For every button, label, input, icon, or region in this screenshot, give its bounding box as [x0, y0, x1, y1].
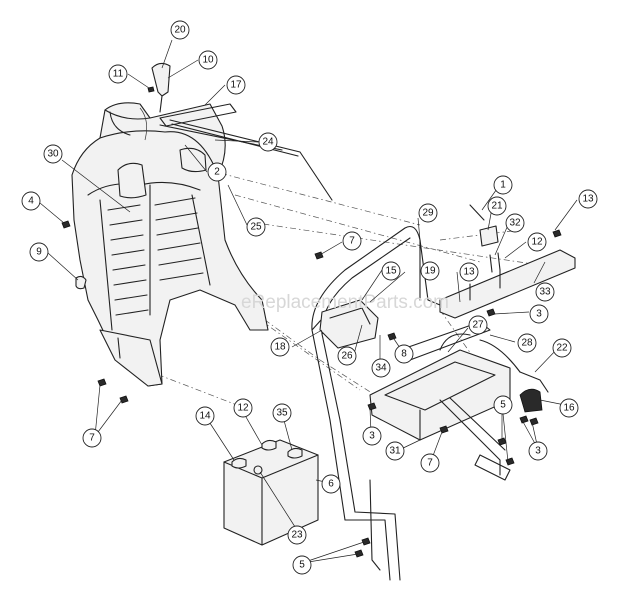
svg-text:16: 16 [563, 403, 575, 414]
callouts: 20 10 11 17 24 30 2 4 25 9 7 29 1 21 13 … [21, 20, 598, 575]
svg-text:5: 5 [299, 560, 305, 571]
callout-24: 24 [258, 132, 278, 152]
svg-text:14: 14 [199, 411, 211, 422]
svg-text:15: 15 [385, 266, 397, 277]
svg-text:30: 30 [47, 149, 59, 160]
svg-text:24: 24 [262, 137, 274, 148]
svg-text:33: 33 [539, 287, 551, 298]
watermark-text: eReplacementParts.com [241, 292, 449, 313]
svg-text:6: 6 [328, 479, 334, 490]
callout-10: 10 [198, 50, 218, 70]
callout-7-left: 7 [82, 428, 102, 448]
callout-22: 22 [552, 338, 572, 358]
callout-14: 14 [195, 406, 215, 426]
callout-15: 15 [381, 261, 401, 281]
callout-16: 16 [559, 398, 579, 418]
svg-text:7: 7 [349, 236, 355, 247]
svg-text:31: 31 [389, 446, 401, 457]
callout-28: 28 [517, 333, 537, 353]
svg-text:8: 8 [401, 349, 407, 360]
callout-29: 29 [418, 203, 438, 223]
callout-5-upper: 5 [493, 395, 513, 415]
callout-11: 11 [108, 64, 128, 84]
svg-text:10: 10 [202, 55, 214, 66]
svg-text:20: 20 [174, 25, 186, 36]
svg-text:9: 9 [36, 247, 42, 258]
callout-3-right: 3 [529, 304, 549, 324]
cable-rod [169, 119, 333, 201]
svg-text:7: 7 [427, 458, 433, 469]
svg-text:23: 23 [291, 530, 303, 541]
svg-text:7: 7 [89, 433, 95, 444]
callout-20: 20 [170, 20, 190, 40]
svg-text:13: 13 [463, 267, 475, 278]
callout-33: 33 [535, 282, 555, 302]
svg-text:17: 17 [230, 80, 242, 91]
callout-3-lower: 3 [528, 441, 548, 461]
support-tube [311, 225, 441, 581]
svg-text:13: 13 [582, 194, 594, 205]
svg-text:3: 3 [369, 431, 375, 442]
callout-17: 17 [226, 75, 246, 95]
lever [151, 62, 171, 113]
callout-6: 6 [321, 474, 341, 494]
svg-text:12: 12 [531, 237, 543, 248]
callout-26: 26 [337, 346, 357, 366]
svg-text:19: 19 [424, 266, 436, 277]
mounting-bracket [319, 299, 379, 349]
svg-text:12: 12 [237, 403, 249, 414]
callout-8: 8 [394, 344, 414, 364]
callout-12-battery: 12 [233, 398, 253, 418]
callout-19: 19 [420, 261, 440, 281]
svg-text:3: 3 [535, 446, 541, 457]
svg-text:4: 4 [28, 196, 34, 207]
svg-text:3: 3 [536, 309, 542, 320]
callout-34: 34 [371, 358, 391, 378]
rear-bar [439, 249, 576, 319]
callout-4: 4 [21, 191, 41, 211]
callout-12-right: 12 [527, 232, 547, 252]
callout-18: 18 [270, 337, 290, 357]
callout-23: 23 [287, 525, 307, 545]
svg-text:5: 5 [500, 400, 506, 411]
callout-2: 2 [207, 162, 227, 182]
leader-lines [39, 39, 578, 564]
svg-text:22: 22 [556, 343, 568, 354]
callout-3-mid: 3 [362, 426, 382, 446]
callout-35: 35 [272, 403, 292, 423]
callout-13-right: 13 [578, 189, 598, 209]
svg-text:32: 32 [509, 218, 521, 229]
callout-7-upper: 7 [342, 231, 362, 251]
svg-text:34: 34 [375, 363, 387, 374]
svg-text:26: 26 [341, 351, 353, 362]
callout-9: 9 [29, 242, 49, 262]
callout-13-mid: 13 [459, 262, 479, 282]
callout-32: 32 [505, 213, 525, 233]
svg-text:1: 1 [500, 180, 506, 191]
svg-text:11: 11 [113, 69, 124, 80]
callout-25: 25 [246, 217, 266, 237]
svg-text:25: 25 [250, 222, 262, 233]
callout-1: 1 [493, 175, 513, 195]
svg-text:27: 27 [472, 320, 484, 331]
callout-7-lower: 7 [420, 453, 440, 473]
svg-text:29: 29 [422, 208, 434, 219]
svg-text:35: 35 [276, 408, 288, 419]
battery [223, 439, 319, 546]
callout-5-lower: 5 [292, 555, 312, 575]
callout-21: 21 [487, 196, 507, 216]
callout-30: 30 [43, 144, 63, 164]
hood-grille-assembly [71, 102, 283, 387]
callout-31: 31 [385, 441, 405, 461]
svg-text:28: 28 [521, 338, 533, 349]
svg-text:21: 21 [491, 201, 503, 212]
callout-27: 27 [468, 315, 488, 335]
switch-harness [439, 333, 549, 413]
svg-text:18: 18 [274, 342, 286, 353]
svg-text:2: 2 [214, 167, 220, 178]
